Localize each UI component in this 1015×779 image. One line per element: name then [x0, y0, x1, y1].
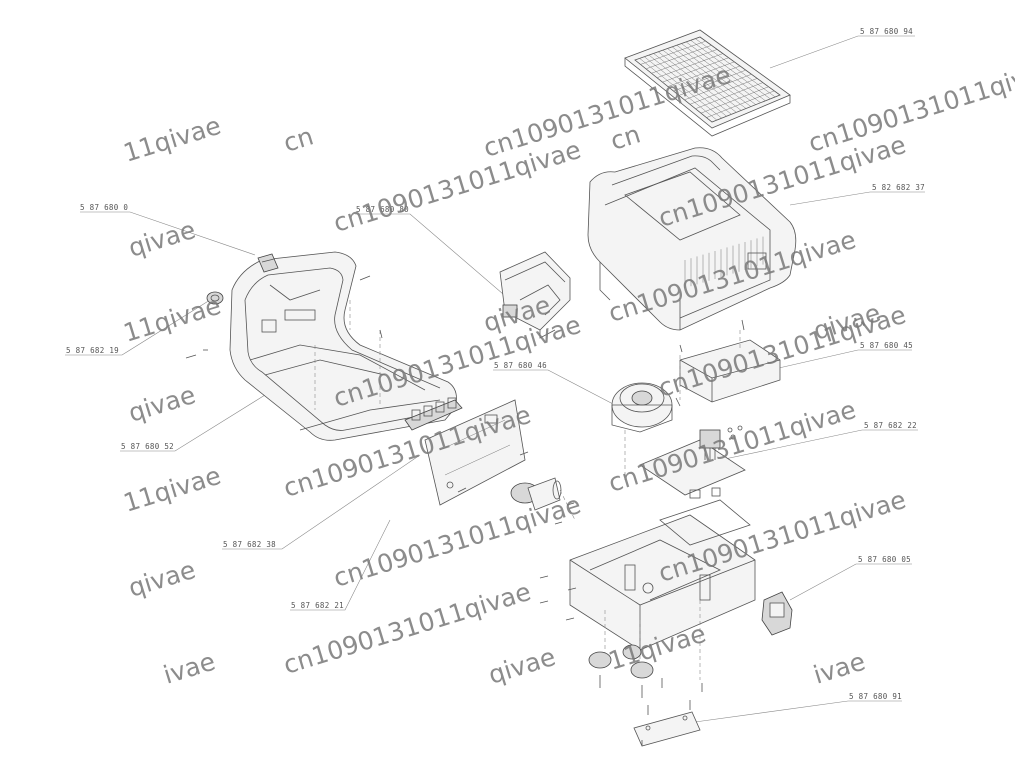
grid-line: [684, 74, 752, 101]
round-connector-left: [206, 291, 224, 305]
callout-frame: 5 87 680 52: [121, 442, 174, 451]
grid-line: [690, 40, 771, 100]
leader-box-right: [769, 349, 912, 371]
grid-line: [671, 46, 752, 107]
callout-pcb-left: 5 87 682 38: [223, 540, 276, 549]
grid-line: [678, 69, 746, 96]
leader-housing: [789, 191, 925, 206]
grid-line: [685, 41, 766, 101]
callout-pcb-small: 5 87 682 22: [864, 421, 917, 430]
grid-line: [673, 65, 741, 92]
leader-bracket: [355, 213, 511, 301]
callout-spacer: 5 87 682 21: [291, 601, 344, 610]
leader-lines: [65, 35, 925, 723]
grid-line: [706, 90, 775, 118]
leader-pcb-small: [719, 429, 918, 461]
grid-line: [689, 78, 758, 105]
grid-line: [695, 82, 763, 109]
callout-power-socket: 5 87 680 05: [858, 555, 911, 564]
housing-vent-slots: [684, 236, 764, 288]
chassis-base: [539, 499, 756, 680]
housing-cover: [587, 147, 797, 331]
leader-base-plate: [694, 700, 902, 723]
leader-switch-left: [80, 211, 256, 256]
rubber-feet: [588, 644, 703, 698]
electrical-box-right: [675, 319, 781, 407]
grid-line: [695, 38, 776, 98]
callout-switch-left: 5 87 680 0: [80, 203, 129, 212]
callout-box-right: 5 87 680 45: [860, 341, 913, 350]
leader-frame: [120, 394, 266, 452]
leader-connector-left: [65, 299, 211, 356]
leader-power-socket: [789, 563, 912, 601]
grid-tray: [624, 29, 791, 137]
leader-grid: [769, 35, 915, 69]
rocker-switch-left: [257, 253, 279, 273]
grid-line: [700, 86, 769, 114]
leader-pcb-left: [222, 454, 421, 550]
grid-line: [676, 45, 756, 105]
callout-connector-left: 5 87 682 19: [66, 346, 119, 355]
grid-tray-mesh: [639, 38, 776, 121]
left-frame: [229, 251, 463, 441]
screws-left: [185, 275, 383, 359]
callout-grid-tray: 5 87 680 94: [860, 27, 913, 36]
power-socket-module: [761, 591, 793, 636]
base-plate: [633, 700, 701, 747]
callout-base-plate: 5 87 680 91: [849, 692, 902, 701]
callout-fan: 5 87 680 46: [494, 361, 547, 370]
grid-line: [681, 43, 761, 103]
callout-housing: 5 82 682 37: [872, 183, 925, 192]
blower-fan: [611, 382, 673, 480]
leader-fan: [493, 369, 616, 406]
metal-bracket: [499, 251, 571, 339]
front-panel-knobs: [411, 397, 457, 421]
callout-bracket: 5 87 680 80: [356, 205, 409, 214]
pcb-board-small: [639, 425, 746, 499]
leader-spacer: [290, 519, 391, 611]
pcb-board-left: [424, 399, 526, 506]
gas-fitting: [457, 451, 576, 525]
